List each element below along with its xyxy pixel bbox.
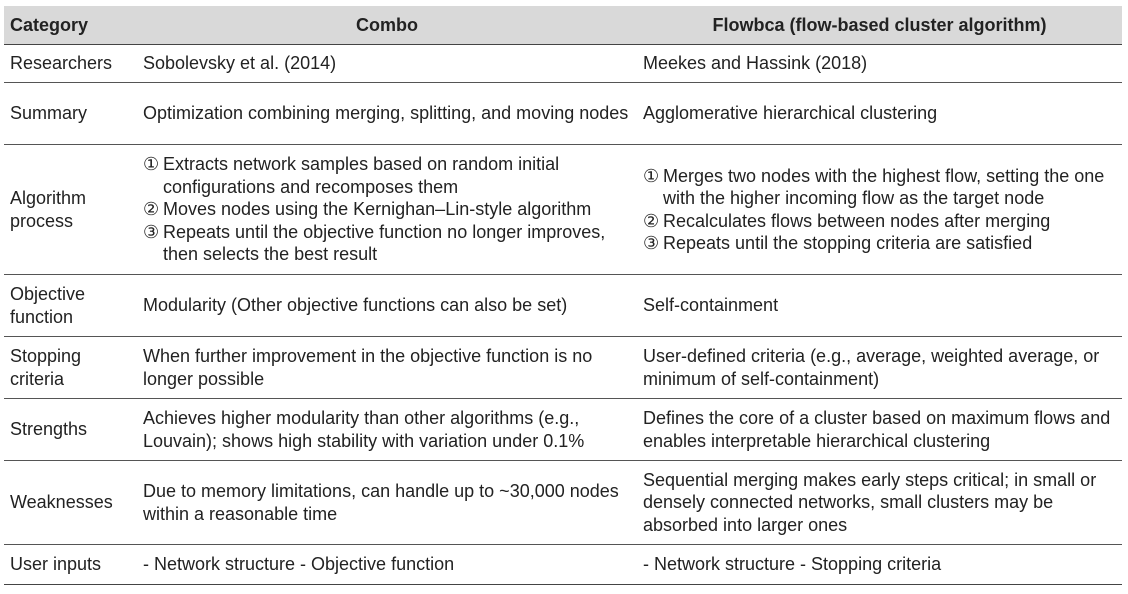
row-category: User inputs	[4, 544, 137, 585]
row-category: Stopping criteria	[4, 336, 137, 399]
row-flowbca-value: Sequential merging makes early steps cri…	[637, 460, 1122, 545]
step-number: ②	[143, 199, 160, 220]
row-combo-value: When further improvement in the objectiv…	[137, 336, 637, 399]
row-combo-value: Due to memory limitations, can handle up…	[137, 460, 637, 545]
row-category: Summary	[4, 82, 137, 145]
step-text: Extracts network samples based on random…	[163, 154, 560, 197]
table-row: Researchers Sobolevsky et al. (2014) Mee…	[4, 44, 1122, 83]
step-text: Repeats until the stopping criteria are …	[663, 233, 1033, 253]
step-text: Recalculates flows between nodes after m…	[663, 210, 1051, 231]
table-row: Weaknesses Due to memory limitations, ca…	[4, 460, 1122, 545]
table-row: Objective function Modularity (Other obj…	[4, 274, 1122, 337]
table-row: User inputs - Network structure - Object…	[4, 544, 1122, 585]
row-combo-value: Optimization combining merging, splittin…	[137, 82, 637, 145]
row-category: Algorithm process	[4, 144, 137, 275]
row-combo-value: Sobolevsky et al. (2014)	[137, 44, 637, 83]
step-text: Merges two nodes with the highest flow, …	[663, 165, 1105, 209]
table-row: Summary Optimization combining merging, …	[4, 82, 1122, 145]
step-number: ①	[643, 165, 660, 186]
header-flowbca: Flowbca (flow-based cluster algorithm)	[637, 6, 1122, 45]
row-category: Weaknesses	[4, 460, 137, 545]
table-row: Strengths Achieves higher modularity tha…	[4, 398, 1122, 461]
table-header-row: Category Combo Flowbca (flow-based clust…	[4, 6, 1122, 45]
step-text: Moves nodes using the Kernighan–Lin-styl…	[163, 199, 592, 220]
comparison-table: Category Combo Flowbca (flow-based clust…	[4, 6, 1122, 585]
step-text: Repeats until the objective function no …	[163, 221, 606, 265]
row-flowbca-value: - Network structure - Stopping criteria	[637, 544, 1122, 585]
row-flowbca-value: Meekes and Hassink (2018)	[637, 44, 1122, 83]
step-number: ②	[643, 210, 660, 231]
row-combo-value: - Network structure - Objective function	[137, 544, 637, 585]
step-number: ③	[643, 233, 660, 253]
row-category: Objective function	[4, 274, 137, 337]
row-flowbca-value: Agglomerative hierarchical clustering	[637, 82, 1122, 145]
row-combo-value: Modularity (Other objective functions ca…	[137, 274, 637, 337]
table-row: Stopping criteria When further improveme…	[4, 336, 1122, 399]
row-category: Researchers	[4, 44, 137, 83]
row-flowbca-value: Defines the core of a cluster based on m…	[637, 398, 1122, 461]
row-category: Strengths	[4, 398, 137, 461]
step-number: ①	[143, 154, 160, 175]
row-flowbca-value: Self-containment	[637, 274, 1122, 337]
row-flowbca-value: User-defined criteria (e.g., average, we…	[637, 336, 1122, 399]
step-number: ③	[143, 221, 160, 242]
row-combo-value: Achieves higher modularity than other al…	[137, 398, 637, 461]
header-combo: Combo	[137, 6, 637, 45]
header-category: Category	[4, 6, 137, 45]
